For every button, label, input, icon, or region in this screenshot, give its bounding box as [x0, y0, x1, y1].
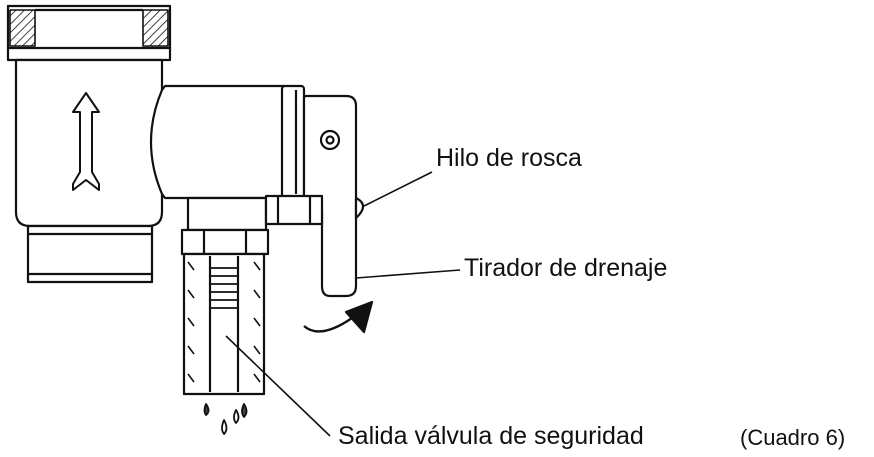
bottom-thread: [26, 224, 154, 284]
label-valve-outlet: Salida válvula de seguridad: [338, 422, 644, 450]
flange-ring: [280, 84, 306, 200]
label-drain-handle: Tirador de drenaje: [464, 254, 668, 282]
figure-caption: (Cuadro 6): [740, 425, 846, 450]
top-nut: [6, 4, 172, 62]
drain-handle: [302, 94, 358, 298]
outlet-hose: [182, 252, 266, 396]
side-branch: [149, 84, 287, 200]
rotation-arrow: [303, 300, 374, 334]
thread-screw: [354, 196, 365, 220]
neck: [186, 194, 324, 232]
water-drips: [203, 403, 248, 435]
flow-arrow: [72, 92, 100, 191]
leader-lines: [225, 171, 461, 437]
hex-nut: [180, 228, 270, 256]
label-thread: Hilo de rosca: [436, 144, 582, 172]
